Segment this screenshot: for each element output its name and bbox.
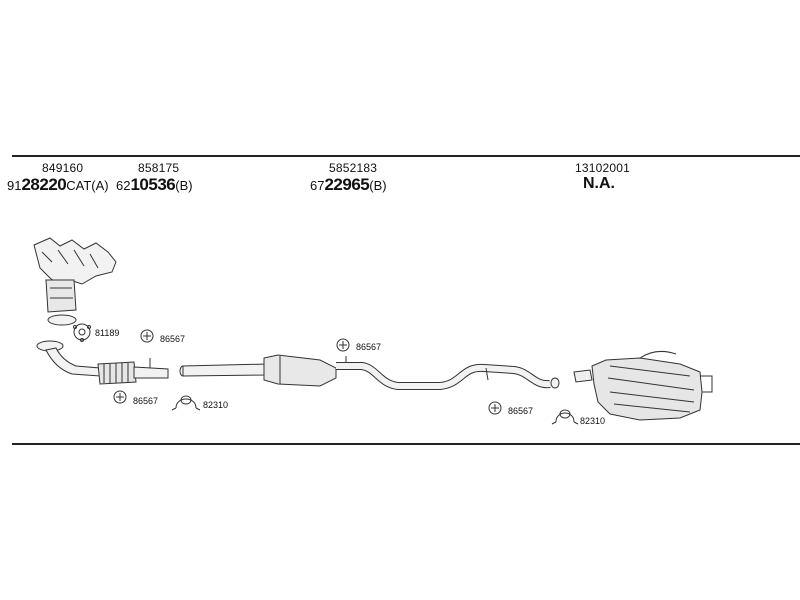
label-86567-b: 86567: [133, 396, 158, 406]
header-ref: 13102001: [575, 161, 630, 175]
front-pipe: [36, 340, 169, 385]
label-86567-a: 86567: [160, 334, 185, 344]
manifold-catalyst: [33, 237, 117, 326]
label-82310-b: 82310: [580, 416, 605, 426]
clamp-86567-icon: [336, 338, 350, 352]
gasket-81189-icon: [73, 323, 91, 342]
label-86567-d: 86567: [508, 406, 533, 416]
header-rear-silencer: 13102001 N.A.: [575, 161, 630, 193]
header-front-pipe: 858175 6210536(B): [116, 161, 193, 195]
header-ref: 858175: [138, 161, 180, 175]
bottom-divider: [12, 443, 800, 445]
header-part-number: 6722965(B): [310, 175, 387, 194]
header-ref: 849160: [42, 161, 84, 175]
header-part-number: 9128220CAT(A): [7, 175, 109, 194]
clamp-86567-icon: [113, 390, 127, 404]
rear-silencer: [573, 350, 713, 421]
label-82310-a: 82310: [203, 400, 228, 410]
middle-pipe-silencer: [179, 354, 560, 390]
clamp-86567-icon: [488, 401, 502, 415]
clamp-86567-icon: [140, 329, 154, 343]
label-81189: 81189: [95, 328, 119, 338]
hanger-82310-icon: [171, 395, 201, 411]
header-part-number: 6210536(B): [116, 175, 193, 194]
label-86567-c: 86567: [356, 342, 381, 352]
hanger-82310-icon: [551, 409, 579, 425]
header-middle-silencer: 5852183 6722965(B): [310, 161, 387, 195]
header-catalyst: 849160 9128220CAT(A): [7, 161, 109, 195]
header-ref: 5852183: [329, 161, 378, 175]
top-divider: [12, 155, 800, 157]
header-not-available: N.A.: [583, 175, 615, 192]
